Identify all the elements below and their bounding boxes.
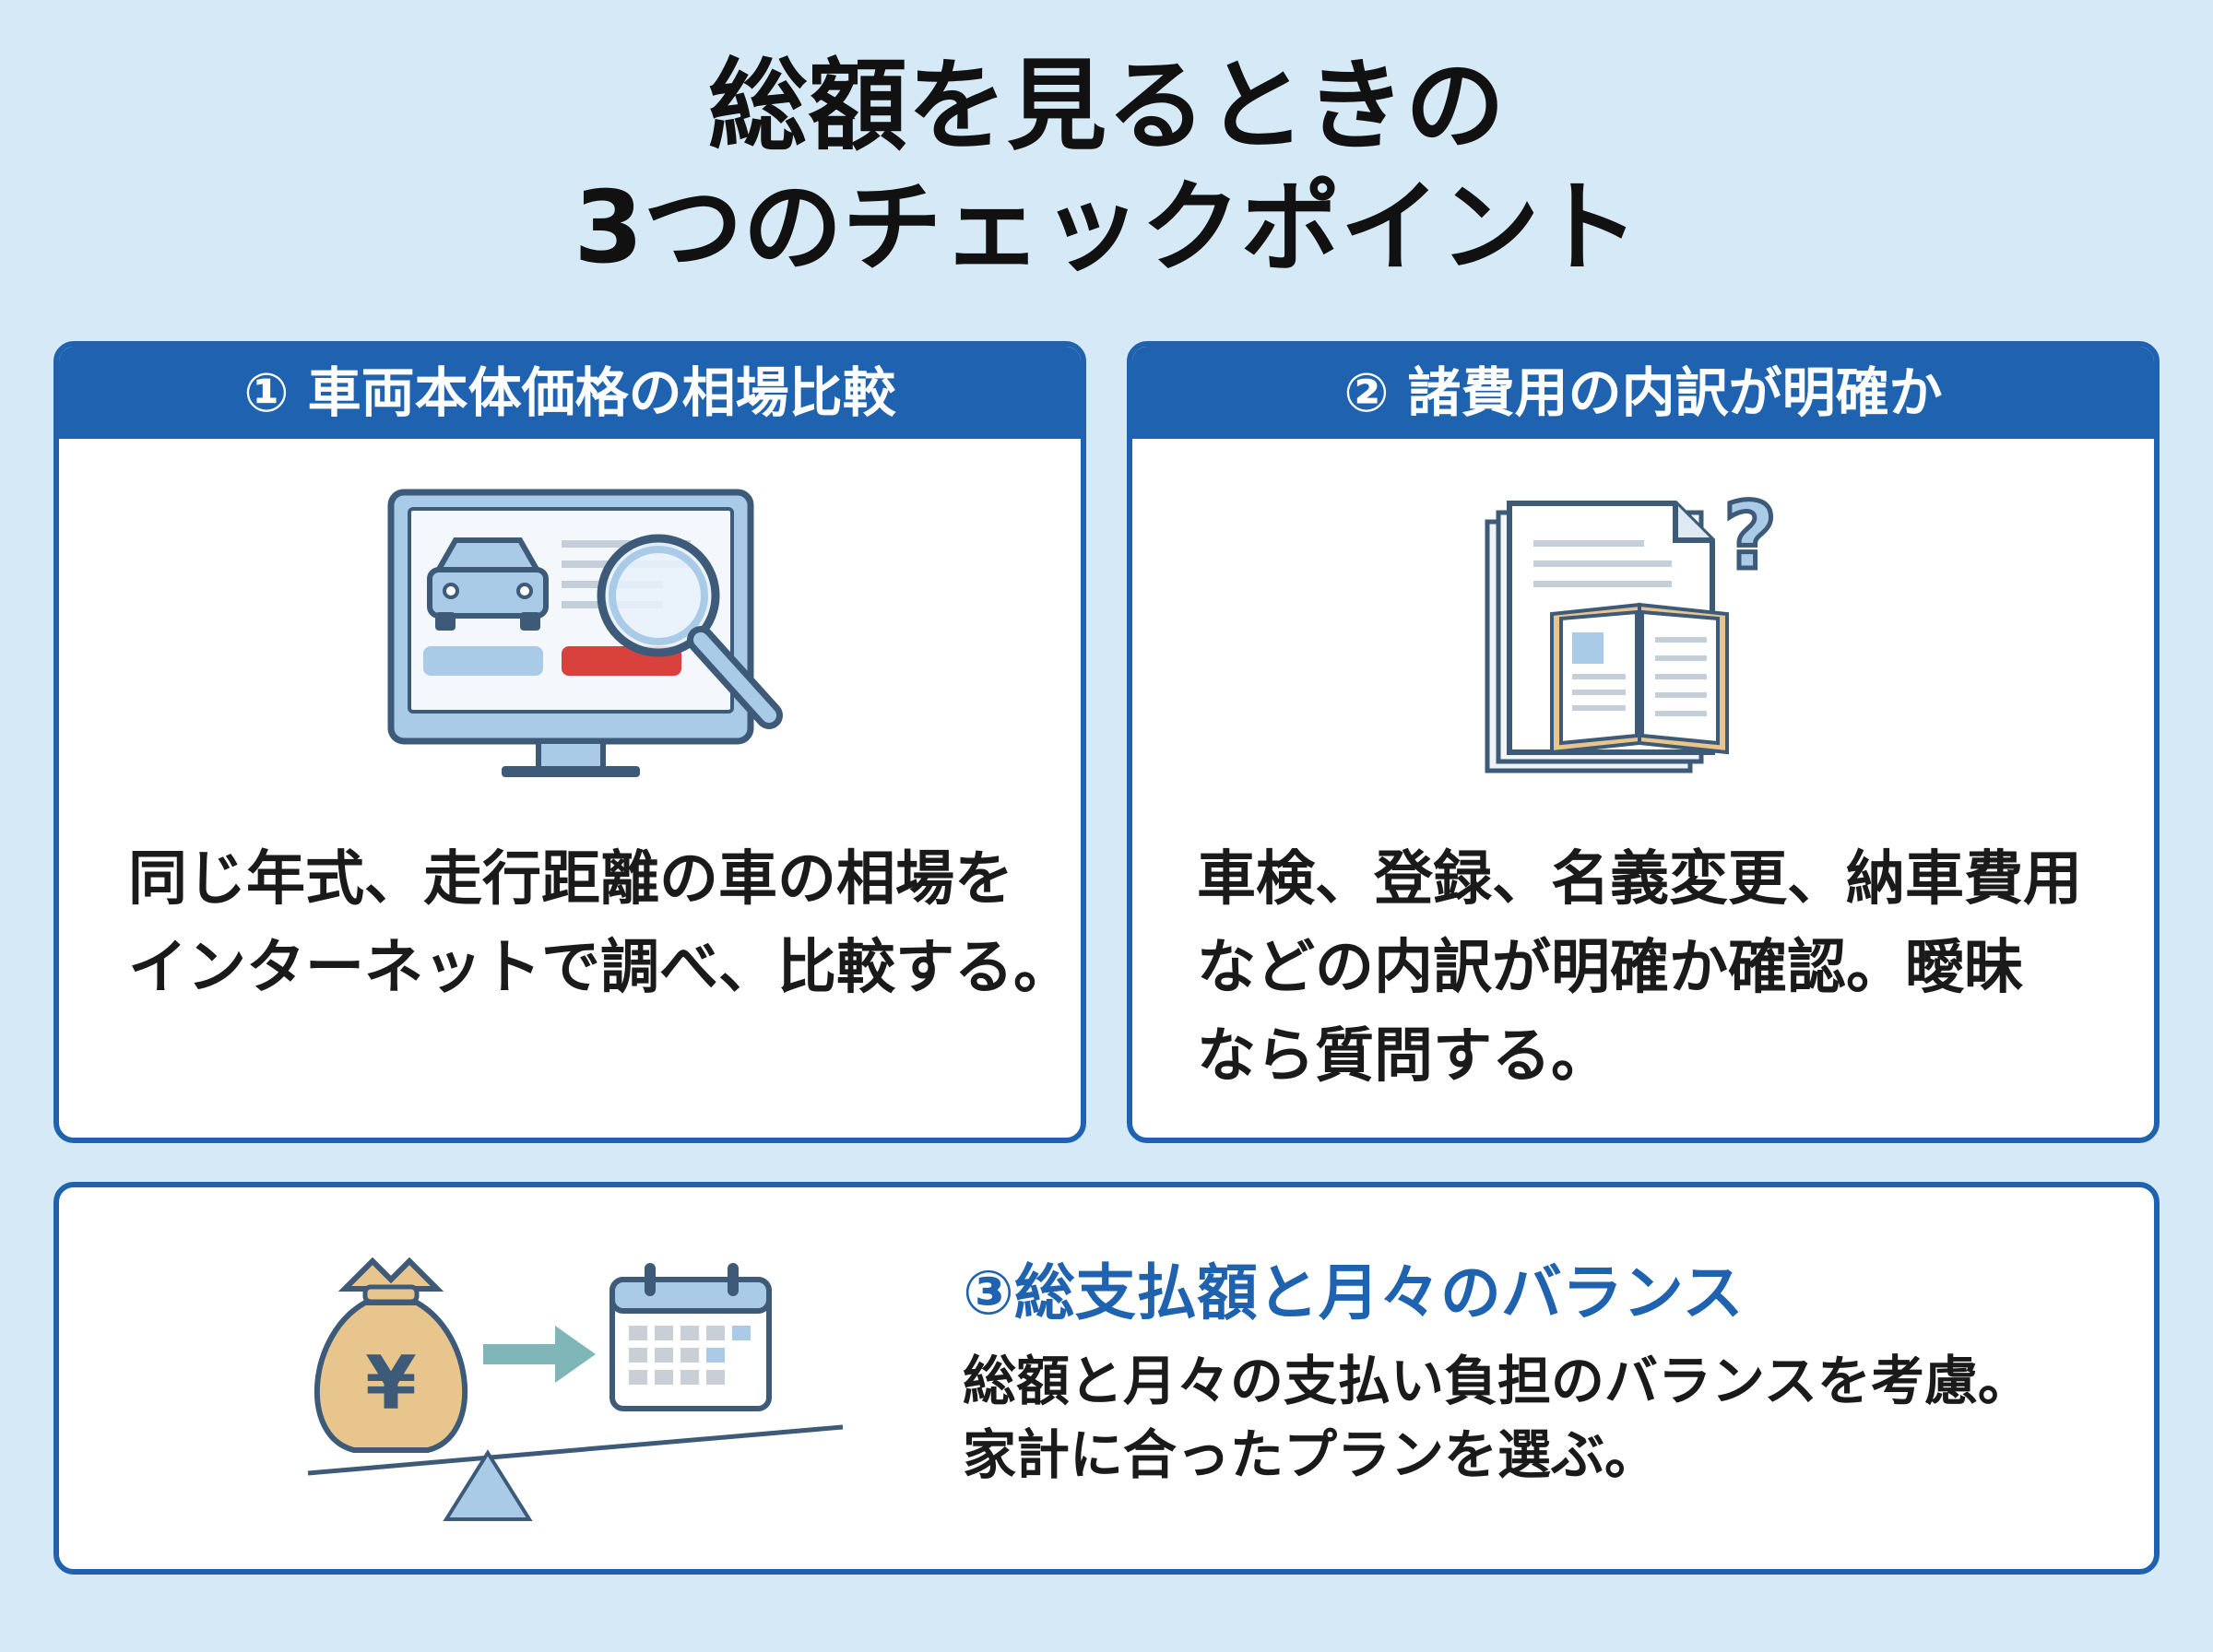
card-header: ③総支払額と月々のバランス — [963, 1257, 1744, 1328]
card-description: 車検、登録、名義変更、納車費用 などの内訳が明確か確認。曖昧 なら質問する。 — [1197, 845, 2082, 1091]
card-header: ② 諸費用の内訳が明確か — [1132, 347, 2154, 439]
card-payment-balance: ¥ ③総支払額と月々のバランス 総額と月々の支払い負担のバランスを考慮。 家計に… — [53, 1182, 2160, 1575]
card-cost-breakdown: ② 諸費用の内訳が明確か ? 車検 — [1127, 341, 2160, 1143]
page-title-line2: 3つのチェックポイント — [574, 171, 1639, 286]
page-title: 総額を見るときの 3つのチェックポイント — [0, 46, 2213, 289]
question-mark-icon: ? — [1723, 485, 1777, 590]
card-header: ① 車両本体価格の相場比較 — [59, 347, 1081, 439]
card-description: 同じ年式、走行距離の車の相場を インターネットで調べ、比較する。 — [128, 845, 1072, 1002]
page-title-line1: 総額を見るときの — [707, 49, 1505, 164]
monitor-search-icon — [382, 485, 806, 780]
documents-question-icon: ? — [1478, 480, 1810, 780]
card-description: 総額と月々の支払い負担のバランスを考慮。 家計に合ったプランを選ぶ。 — [963, 1350, 2031, 1486]
yen-icon: ¥ — [365, 1340, 417, 1426]
card-price-comparison: ① 車両本体価格の相場比較 — [53, 341, 1086, 1143]
balance-money-calendar-icon: ¥ — [299, 1252, 852, 1528]
